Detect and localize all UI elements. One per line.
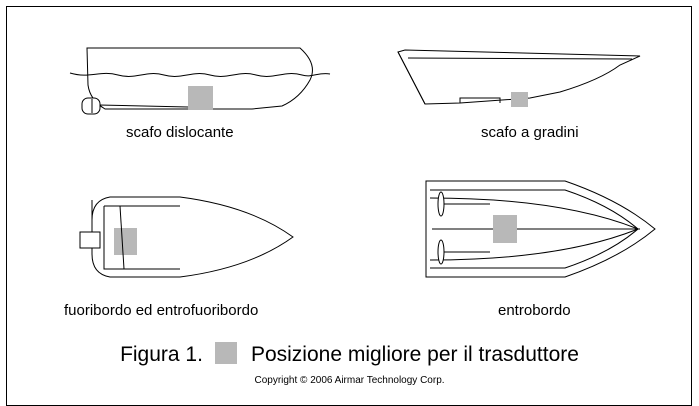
caption-text: Posizione migliore per il trasduttore	[250, 343, 579, 366]
outboard-hull-outline	[91, 196, 294, 278]
inboard-shafts	[437, 191, 490, 265]
inboard-transducer-marker	[493, 215, 517, 243]
stepped-hull-outline	[397, 49, 641, 105]
inboard-drawing	[425, 180, 656, 278]
deck-line	[407, 57, 633, 60]
outboard-drawing	[79, 196, 294, 278]
copyright: Copyright © 2006 Airmar Technology Corp.	[254, 375, 445, 386]
label-outboard: fuoribordo ed entrofuoribordo	[64, 302, 259, 319]
label-stepped-hull: scafo a gradini	[481, 124, 579, 141]
stepped-hull-drawing	[397, 49, 641, 107]
label-displacement-hull: scafo dislocante	[126, 124, 234, 141]
legend-swatch	[214, 342, 237, 364]
outboard-deck-line	[103, 206, 180, 270]
outboard-transducer-marker	[114, 228, 137, 255]
boat-diagrams	[69, 47, 656, 278]
hull-steps	[459, 97, 501, 103]
inboard-chine-lines	[429, 197, 640, 261]
outboard-motor	[81, 97, 101, 115]
prop-shaft	[98, 104, 189, 108]
displacement-hull-transducer-marker	[188, 86, 213, 110]
waterline	[69, 72, 331, 77]
outboard-engine-icon	[79, 231, 101, 249]
stepped-hull-transducer-marker	[511, 92, 528, 107]
displacement-hull-drawing	[69, 47, 331, 115]
caption-prefix: Figura 1.	[120, 343, 203, 366]
displacement-hull-outline	[86, 47, 313, 110]
figure-caption: Figura 1. Posizione migliore per il trasd…	[0, 342, 699, 367]
inboard-hull-outer	[425, 180, 656, 278]
label-inboard: entrobordo	[498, 302, 571, 319]
